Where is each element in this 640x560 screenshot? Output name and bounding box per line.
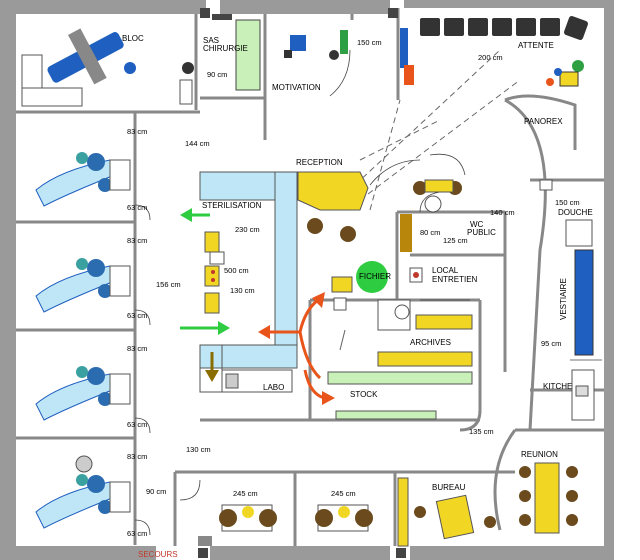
outer-walls bbox=[0, 0, 614, 560]
dimension-labels: 150 cm 83 cm 144 cm 63 cm 83 cm 156 cm 6… bbox=[127, 38, 515, 538]
dim-130-low: 130 cm bbox=[186, 445, 211, 454]
dim-63-c: 63 cm bbox=[127, 420, 147, 429]
attente-room: ATTENTE 200 cm bbox=[400, 16, 588, 87]
vestiaire-room: VESTIAIRE 95 cm bbox=[541, 249, 602, 361]
dim-63-b: 63 cm bbox=[127, 311, 147, 320]
kitchen-label: KITCHEN bbox=[543, 382, 578, 391]
reception-area: RECEPTION bbox=[296, 153, 466, 242]
dim-144: 144 cm bbox=[185, 139, 210, 148]
treatment-room-4 bbox=[35, 455, 131, 529]
bottom-room-left: 245 cm bbox=[179, 479, 277, 532]
structural-columns bbox=[198, 8, 406, 558]
room-right-dim: 245 cm bbox=[331, 489, 356, 498]
local-label: LOCAL bbox=[432, 266, 459, 275]
reunion-room: REUNION bbox=[519, 450, 578, 534]
reunion-label: REUNION bbox=[521, 450, 558, 459]
treatment-room-1 bbox=[35, 152, 131, 207]
dim-156: 156 cm bbox=[156, 280, 181, 289]
motivation-room: MOTIVATION bbox=[272, 30, 351, 97]
bureau-label: BUREAU bbox=[432, 483, 466, 492]
vestiaire-dim: 95 cm bbox=[541, 339, 561, 348]
bottom-room-right: 245 cm bbox=[315, 489, 373, 532]
public-label: PUBLIC bbox=[467, 228, 496, 237]
dim-63-d: 63 cm bbox=[127, 529, 147, 538]
douche-room: 150 cm DOUCHE bbox=[539, 179, 593, 247]
dim-90-low: 90 cm bbox=[146, 487, 166, 496]
treatment-room-3 bbox=[35, 366, 131, 421]
secours-exit: SECOURS bbox=[138, 536, 212, 559]
wc-label: WC bbox=[470, 220, 484, 229]
wc-80-dim: 80 cm bbox=[420, 228, 440, 237]
dim-150-top: 150 cm bbox=[357, 38, 382, 47]
douche-label: DOUCHE bbox=[558, 208, 593, 217]
chirurgie-label: CHIRURGIE bbox=[203, 44, 248, 53]
treatment-doors bbox=[134, 204, 151, 536]
panorex-label: PANOREX bbox=[524, 117, 563, 126]
reception-label: RECEPTION bbox=[296, 158, 343, 167]
fichier-label: FICHIER bbox=[359, 272, 391, 281]
dim-63-a: 63 cm bbox=[127, 203, 147, 212]
vestiaire-label: VESTIAIRE bbox=[559, 278, 568, 320]
labo-label: LABO bbox=[263, 383, 284, 392]
entretien-label: ENTRETIEN bbox=[432, 275, 478, 284]
ster-130-dim: 130 cm bbox=[230, 286, 255, 295]
bureau-room: BUREAU 135 cm bbox=[397, 427, 496, 547]
stock-room: STOCK bbox=[327, 371, 473, 420]
ster-230-dim: 230 cm bbox=[235, 225, 260, 234]
dim-83-d: 83 cm bbox=[127, 452, 147, 461]
bloc-room: BLOC bbox=[21, 28, 194, 107]
dim-83-b: 83 cm bbox=[127, 236, 147, 245]
flow-arrows bbox=[180, 208, 346, 405]
interior-walls bbox=[16, 8, 604, 546]
local-entretien-room: LOCAL ENTRETIEN bbox=[409, 266, 478, 301]
sas-chirurgie-room: SAS CHIRURGIE 90 cm bbox=[203, 14, 261, 91]
surgical-chair bbox=[47, 28, 124, 85]
sas-label: SAS bbox=[203, 36, 219, 45]
archives-room: ARCHIVES bbox=[333, 297, 473, 367]
wc-125-dim: 125 cm bbox=[443, 236, 468, 245]
bureau-dim: 135 cm bbox=[469, 427, 494, 436]
secours-label: SECOURS bbox=[138, 550, 178, 559]
dim-140: 140 cm bbox=[490, 208, 515, 217]
ster-500-dim: 500 cm bbox=[224, 266, 249, 275]
dim-83-c: 83 cm bbox=[127, 344, 147, 353]
bloc-label: BLOC bbox=[122, 34, 144, 43]
sight-lines bbox=[354, 49, 521, 211]
archives-label: ARCHIVES bbox=[410, 338, 451, 347]
fichier-area: FICHIER bbox=[331, 261, 391, 293]
dim-83-a: 83 cm bbox=[127, 127, 147, 136]
wc-public-room: 80 cm 125 cm WC PUBLIC bbox=[400, 191, 496, 252]
panorex-room: PANOREX bbox=[504, 94, 577, 150]
sas-width-dim: 90 cm bbox=[207, 70, 227, 79]
sterilisation-room: STERILISATION 230 cm 500 cm 130 cm bbox=[199, 171, 298, 369]
sterilisation-label: STERILISATION bbox=[202, 201, 262, 210]
treatment-room-2 bbox=[35, 258, 131, 313]
kitchen-area: KITCHEN bbox=[543, 369, 595, 421]
room-left-dim: 245 cm bbox=[233, 489, 258, 498]
motivation-label: MOTIVATION bbox=[272, 83, 321, 92]
attente-label: ATTENTE bbox=[518, 41, 554, 50]
attente-dim: 200 cm bbox=[478, 53, 503, 62]
reception-waiting-chairs bbox=[413, 179, 462, 195]
douche-dim: 150 cm bbox=[555, 198, 580, 207]
stock-label: STOCK bbox=[350, 390, 378, 399]
labo-room: LABO bbox=[199, 344, 293, 393]
